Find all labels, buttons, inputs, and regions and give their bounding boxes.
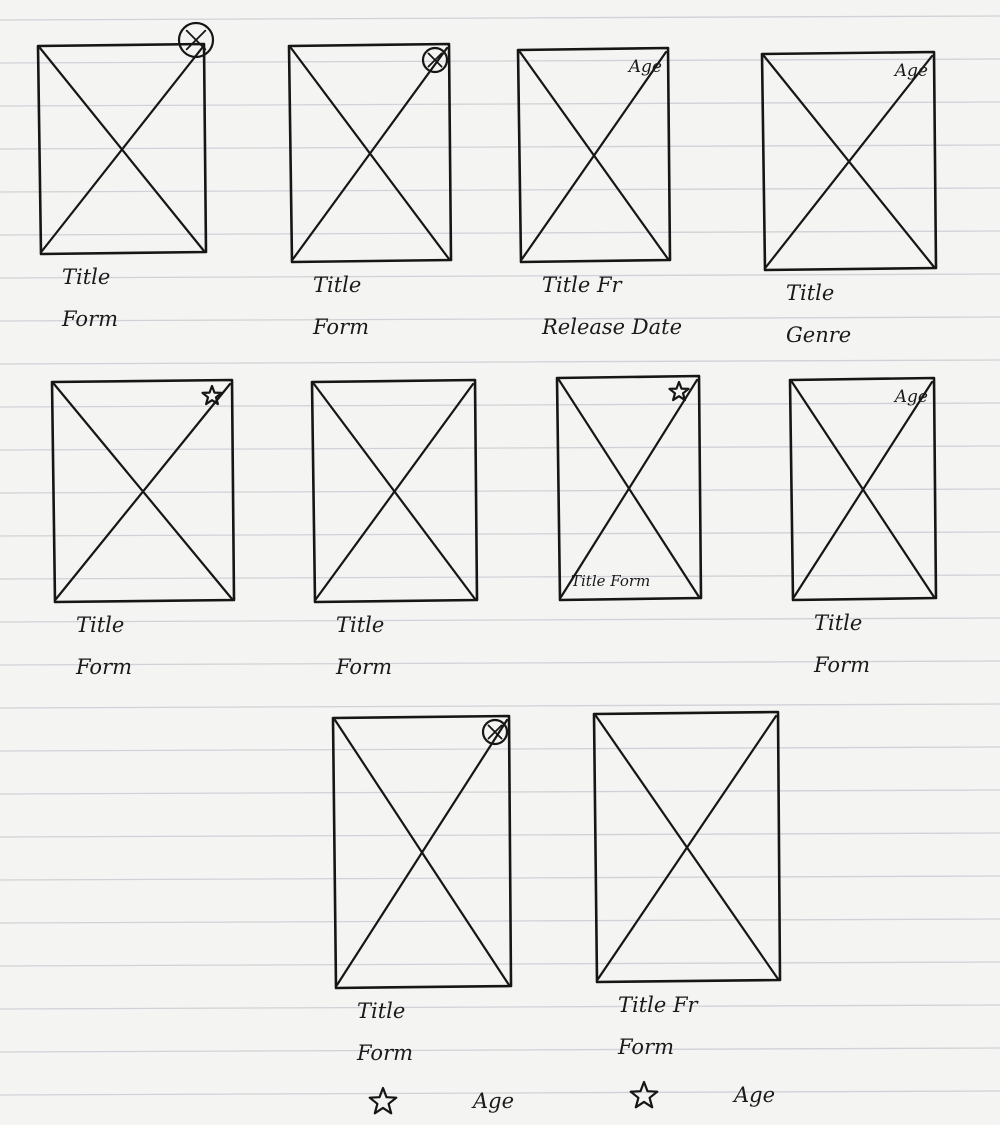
- rule-line: [0, 660, 1000, 666]
- rule-line: [0, 230, 1000, 236]
- image-placeholder-frame: [50, 378, 236, 604]
- card-title-label: Title Form: [571, 572, 650, 590]
- rule-line: [0, 445, 1000, 451]
- placeholder-diagonal: [559, 378, 699, 599]
- image-placeholder-frame: [36, 42, 208, 256]
- rule-line: [0, 1047, 1000, 1053]
- placeholder-diagonal: [54, 382, 232, 601]
- placeholder-diagonal: [291, 46, 449, 261]
- rule-line: [0, 832, 1000, 838]
- placeholder-diagonal: [40, 46, 204, 253]
- card-subtitle-label: Form: [356, 1041, 413, 1065]
- circle-x-icon: [177, 21, 215, 59]
- rule-line: [0, 58, 1000, 64]
- rule-line: [0, 531, 1000, 537]
- rule-line: [0, 574, 1000, 580]
- card-title-label: Title: [786, 281, 834, 305]
- rule-line: [0, 187, 1000, 193]
- star-icon: [368, 1086, 398, 1115]
- placeholder-diagonal: [314, 382, 475, 601]
- image-placeholder-frame: [592, 710, 782, 984]
- placeholder-diagonal: [520, 50, 668, 261]
- rule-line: [0, 316, 1000, 322]
- rule-line: [0, 617, 1000, 623]
- card-title-label: Title Fr: [618, 993, 700, 1017]
- ruled-lines: [0, 15, 1000, 1096]
- card-title-label: Title: [336, 613, 384, 637]
- rule-line: [0, 789, 1000, 795]
- rule-line: [0, 15, 1000, 21]
- card-subtitle-label: Form: [61, 307, 118, 331]
- rule-line: [0, 144, 1000, 150]
- card-subtitle-label: Genre: [786, 323, 851, 347]
- placeholder-diagonal: [335, 718, 509, 987]
- rule-line: [0, 273, 1000, 279]
- card-subtitle-label: Release Date: [541, 315, 682, 339]
- wireframe-card: Title Form: [555, 374, 703, 602]
- image-placeholder-frame: [788, 376, 938, 602]
- image-placeholder-frame: [760, 50, 938, 272]
- placeholder-diagonal: [792, 380, 934, 599]
- card-subtitle-label: Form: [617, 1035, 674, 1059]
- card-title-label: Title: [814, 611, 862, 635]
- rule-line: [0, 703, 1000, 709]
- image-placeholder-frame: [516, 46, 672, 264]
- card-title-label: Title: [62, 265, 110, 289]
- rule-line: [0, 918, 1000, 924]
- placeholder-diagonal: [596, 714, 778, 981]
- card-subtitle-label: Form: [813, 653, 870, 677]
- card-title-label: Title: [76, 613, 124, 637]
- rule-line: [0, 875, 1000, 881]
- card-subtitle-label: Form: [335, 655, 392, 679]
- card-title-label: Title Fr: [542, 273, 624, 297]
- rule-line: [0, 1090, 1000, 1096]
- image-placeholder-frame: [310, 378, 479, 604]
- image-placeholder-frame: [555, 374, 703, 602]
- footer-age-label: Age: [471, 1089, 514, 1113]
- star-icon: [201, 384, 223, 406]
- circle-x-icon: [421, 46, 449, 74]
- rule-line: [0, 746, 1000, 752]
- card-subtitle-label: Form: [75, 655, 132, 679]
- image-placeholder-frame: [287, 42, 453, 264]
- card-title-label: Title: [357, 999, 405, 1023]
- age-badge: Age: [627, 57, 662, 77]
- circle-x-icon: [481, 718, 509, 746]
- footer-age-label: Age: [732, 1083, 775, 1107]
- age-badge: Age: [893, 61, 928, 81]
- image-placeholder-frame: [331, 714, 513, 990]
- placeholder-diagonal: [764, 54, 934, 269]
- age-badge: Age: [893, 387, 928, 407]
- rule-line: [0, 402, 1000, 408]
- card-subtitle-label: Form: [312, 315, 369, 339]
- card-title-label: Title: [313, 273, 361, 297]
- star-icon: [668, 380, 690, 402]
- rule-line: [0, 1004, 1000, 1010]
- rule-line: [0, 961, 1000, 967]
- rule-line: [0, 101, 1000, 107]
- star-icon: [629, 1080, 659, 1109]
- rule-line: [0, 488, 1000, 494]
- rule-line: [0, 359, 1000, 365]
